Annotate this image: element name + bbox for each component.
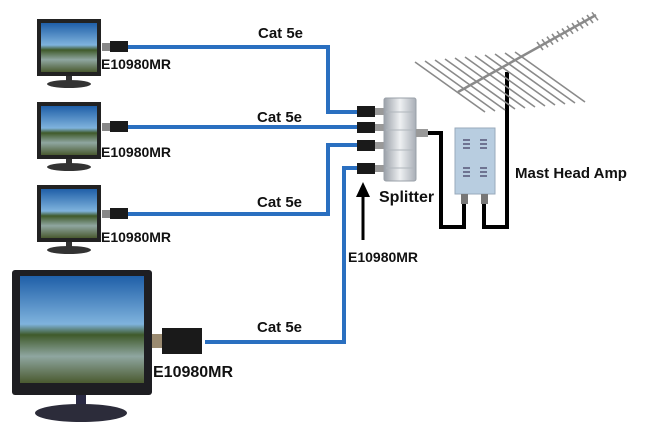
balun-icon [357, 163, 375, 174]
coax-cables [428, 72, 509, 229]
tv-1: E10980MR Cat 5e [37, 19, 303, 88]
tv-1-stand [47, 80, 91, 88]
mast-head-amp: Mast Head Amp [454, 127, 627, 204]
antenna-element [514, 51, 586, 103]
balun-4-label: E10980MR [153, 364, 233, 381]
antenna-element [494, 53, 566, 105]
antenna-director [581, 17, 589, 27]
antenna-element [424, 60, 496, 112]
balun-3-icon [110, 208, 128, 219]
antenna-director [571, 22, 579, 32]
arrow-up-icon [356, 182, 370, 197]
balun-2-label: E10980MR [101, 144, 171, 160]
tv-2-connector [102, 123, 110, 131]
antenna-element [454, 57, 526, 109]
balun-icon [357, 106, 375, 117]
tv-4-stand [35, 404, 127, 422]
antenna-director [591, 11, 599, 21]
cable-4-label: Cat 5e [257, 319, 302, 336]
balun-icon [357, 122, 375, 133]
balun-arrow: E10980MR [348, 182, 418, 265]
antenna-director [556, 30, 564, 40]
antenna-director [566, 25, 574, 35]
cable-2-label: Cat 5e [257, 109, 302, 126]
tv-3-stand [47, 246, 91, 254]
antenna-element [504, 52, 576, 104]
antenna-boom [457, 13, 597, 94]
coax-amp-to-antenna [482, 72, 509, 229]
antenna-element [474, 55, 546, 107]
splitter: Splitter [379, 97, 434, 206]
antenna-element [464, 56, 536, 108]
splitter-label: Splitter [379, 189, 434, 206]
antenna-element [414, 61, 486, 113]
splitter-body [383, 97, 417, 182]
antenna-director [551, 33, 559, 43]
tv-3-connector [102, 210, 110, 218]
balun-3-label: E10980MR [101, 229, 171, 245]
cat5e-cables [128, 45, 362, 344]
antenna-director [546, 36, 554, 46]
cable-3-label: Cat 5e [257, 194, 302, 211]
tv-4-screen [20, 276, 144, 383]
amp-label: Mast Head Amp [515, 165, 627, 182]
tv-2-screen [41, 106, 97, 155]
antenna-element [484, 54, 556, 106]
cable-tv-1 [128, 45, 362, 114]
balun-2-icon [110, 121, 128, 132]
tv-3-screen [41, 189, 97, 238]
amp-body [454, 127, 496, 195]
antenna-director [561, 28, 569, 37]
arrow-label: E10980MR [348, 249, 418, 265]
antenna-director [536, 41, 544, 51]
splitter-output-connector [416, 129, 428, 137]
cable-1-label: Cat 5e [258, 25, 303, 42]
cable-tv-3 [128, 143, 362, 216]
antenna-element [434, 59, 506, 111]
antenna-icon [414, 11, 599, 113]
cable-tv-4 [205, 166, 362, 344]
tv-2: E10980MR Cat 5e [37, 102, 302, 171]
tv-3: E10980MR Cat 5e [37, 185, 302, 254]
tv-2-stand [47, 163, 91, 171]
tv-4-connector [152, 334, 162, 348]
tv-4: E10980MR Cat 5e [12, 270, 302, 422]
balun-4-icon [162, 328, 202, 354]
tv-1-connector [102, 43, 110, 51]
balun-1-label: E10980MR [101, 56, 171, 72]
tv-1-screen [41, 23, 97, 72]
antenna-element [444, 58, 516, 110]
balun-1-icon [110, 41, 128, 52]
splitter-baluns [357, 106, 384, 174]
antenna-director [586, 14, 594, 24]
antenna-director [576, 19, 584, 29]
coax-splitter-to-amp [428, 131, 466, 229]
balun-icon [357, 140, 375, 151]
antenna-director [541, 38, 549, 48]
